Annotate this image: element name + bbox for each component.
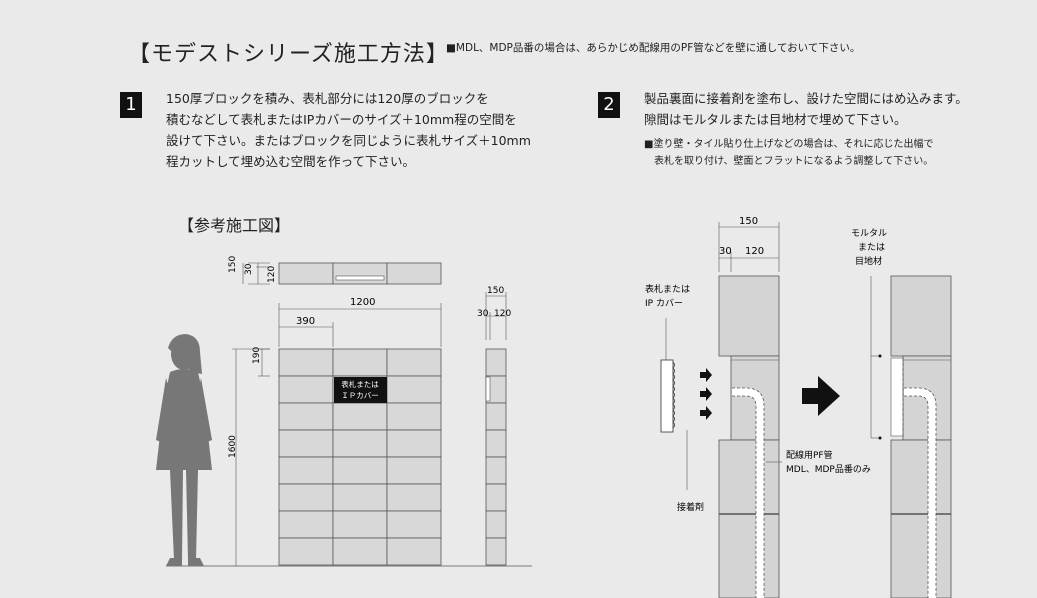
- label-adhesive: 接着剤: [677, 501, 704, 513]
- big-arrow-icon: [802, 376, 840, 416]
- wall-block: [278, 537, 334, 566]
- step-1-line: 程カットして埋め込む空間を作って下さい。: [166, 154, 416, 169]
- label-pf-pipe-line1: 配線用PF管: [786, 449, 833, 461]
- side-block: [485, 537, 507, 566]
- section-after: [890, 275, 952, 598]
- nameplate-ip-cover: [334, 377, 387, 403]
- dim-150-plan: 150: [228, 256, 238, 273]
- section-before: [718, 275, 780, 598]
- step-2-line: 隙間はモルタルまたは目地材で埋めて下さい。: [644, 112, 907, 127]
- step-2-line: 製品裏面に接着剤を塗布し、設けた空間にはめ込みます。: [644, 91, 968, 106]
- side-block: [485, 348, 507, 377]
- page-title: 【モデストシリーズ施工方法】: [128, 42, 449, 67]
- elevation-wall: [278, 348, 442, 566]
- step-1-text: 150厚ブロックを積み、表札部分には120厚のブロックを 積むなどして表札または…: [166, 88, 531, 172]
- dim-30-plan: 30: [244, 263, 254, 275]
- side-block: [485, 510, 507, 539]
- wall-block: [278, 510, 334, 539]
- step-2-subnote: ■塗り壁・タイル貼り仕上げなどの場合は、それに応じた出幅で 表札を取り付け、壁面…: [644, 136, 933, 170]
- wall-block: [278, 348, 334, 377]
- dim-1200: 1200: [350, 297, 375, 308]
- label-nameplate-line1: 表札または: [645, 283, 690, 295]
- nameplate-label-line1: 表札または: [341, 379, 379, 389]
- wall-block: [332, 348, 388, 377]
- section-dim-150: 150: [739, 216, 758, 227]
- step-1-line: 150厚ブロックを積み、表札部分には120厚のブロックを: [166, 91, 489, 106]
- dim-1600: 1600: [228, 435, 238, 458]
- nameplate-label-line2: ＩＰカバー: [341, 391, 379, 400]
- wall-block: [332, 402, 388, 431]
- label-mortar-line1: モルタル: [851, 228, 887, 239]
- pf-pipe-note: ■MDL、MDP品番の場合は、あらかじめ配線用のPF管などを壁に通しておいて下さ…: [446, 42, 861, 54]
- step-1-line: 設けて下さい。またはブロックを同じように表札サイズ＋10mm: [166, 133, 531, 148]
- wall-block: [278, 483, 334, 512]
- step-2-subnote-line: ■塗り壁・タイル貼り仕上げなどの場合は、それに応じた出幅で: [644, 139, 934, 150]
- wall-block: [278, 429, 334, 458]
- wall-block: [386, 537, 442, 566]
- human-figure-icon: [156, 334, 212, 566]
- side-block: [485, 429, 507, 458]
- wall-block: [386, 483, 442, 512]
- side-recess: [485, 376, 491, 402]
- label-mortar-line3: 目地材: [855, 255, 882, 267]
- side-block: [485, 456, 507, 485]
- dim-120-plan: 120: [267, 266, 277, 283]
- label-mortar-line2: または: [858, 242, 885, 253]
- wall-block: [386, 375, 442, 404]
- step-2-subnote-line: 表札を取り付け、壁面とフラットになるよう調整して下さい。: [654, 156, 934, 167]
- section-dim-120: 120: [745, 246, 764, 257]
- step-2-text: 製品裏面に接着剤を塗布し、設けた空間にはめ込みます。 隙間はモルタルまたは目地材…: [644, 88, 968, 130]
- dim-390: 390: [296, 316, 315, 327]
- adhesive-mark: [672, 361, 675, 429]
- wall-block: [386, 348, 442, 377]
- plan-view: [242, 262, 442, 285]
- wall-block: [386, 456, 442, 485]
- wall-block: [332, 483, 388, 512]
- side-block: [485, 483, 507, 512]
- wall-block: [332, 429, 388, 458]
- wall-block: [332, 510, 388, 539]
- label-pf-pipe-line2: MDL、MDP品番のみ: [786, 463, 871, 475]
- label-nameplate-line2: IP カバー: [645, 298, 683, 309]
- dim-120-side: 120: [494, 309, 511, 319]
- step-1-number: 1: [120, 92, 142, 118]
- side-view-wall: [485, 348, 507, 566]
- dim-190: 190: [252, 347, 262, 364]
- step-1-line: 積むなどして表札またはIPカバーのサイズ＋10mm程の空間を: [166, 112, 517, 127]
- wall-block: [278, 456, 334, 485]
- wall-block: [332, 456, 388, 485]
- wall-block: [386, 429, 442, 458]
- wall-block: [278, 375, 334, 404]
- wall-block: [386, 510, 442, 539]
- dim-30-side: 30: [477, 309, 489, 319]
- section-dim-30: 30: [719, 246, 732, 257]
- wall-block: [278, 402, 334, 431]
- wall-block: [386, 402, 442, 431]
- step-2-number: 2: [598, 92, 620, 118]
- wall-block: [332, 537, 388, 566]
- reference-drawing-title: 【参考施工図】: [178, 216, 291, 235]
- dim-150-side: 150: [487, 286, 504, 296]
- side-block: [485, 402, 507, 431]
- nameplate-panel: [660, 359, 674, 433]
- push-arrows-icon: [700, 368, 712, 420]
